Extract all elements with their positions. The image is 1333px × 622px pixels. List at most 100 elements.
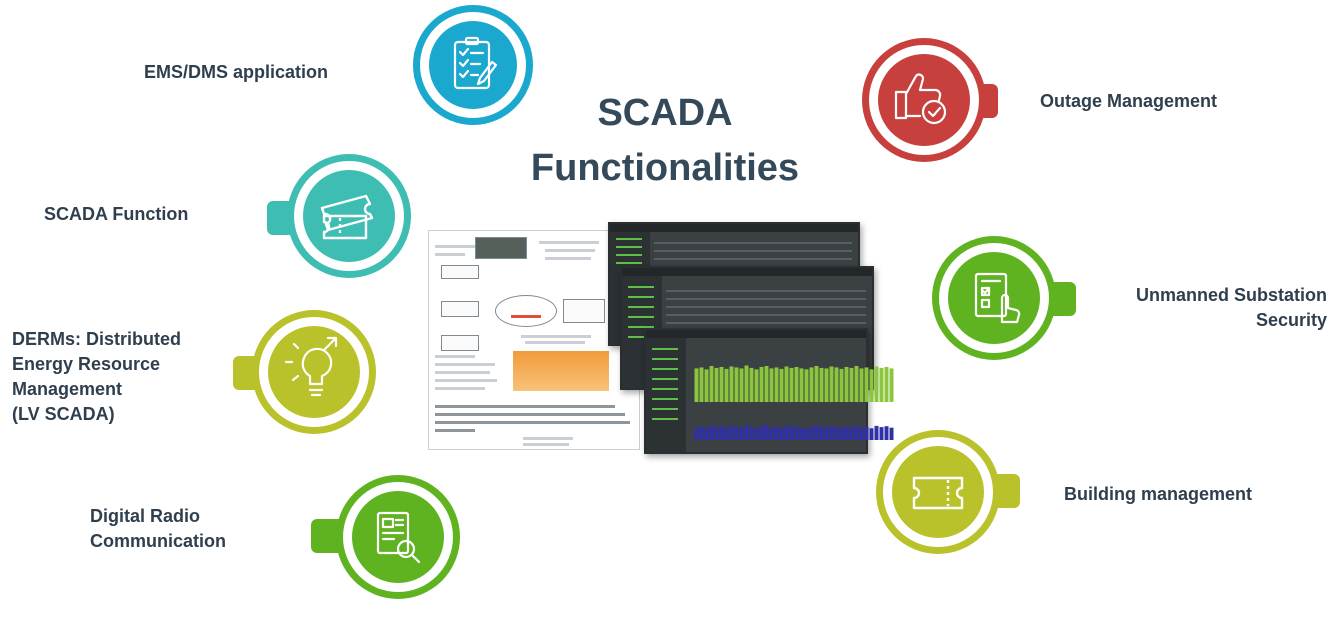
doc-oval-svm — [495, 295, 557, 327]
label-derms-line-3: Management — [12, 379, 123, 399]
node-unmanned-substation-graphic — [932, 236, 1076, 360]
collage-bar — [719, 366, 724, 402]
collage-bar — [739, 427, 744, 440]
collage-bar — [729, 425, 734, 440]
scada-screenshot-collage — [428, 222, 894, 454]
lightbulb-idea-icon — [284, 336, 338, 397]
collage-bar — [864, 367, 869, 402]
node-ems-dms-graphic — [413, 5, 533, 125]
collage-bar — [834, 367, 839, 402]
doc-box-weather-forecast — [441, 335, 479, 351]
node-digital-radio-graphic — [311, 475, 460, 599]
node-derms-graphic — [233, 310, 376, 434]
collage-bar — [784, 366, 789, 402]
collage-bar — [704, 369, 709, 402]
collage-bar — [819, 367, 824, 402]
collage-bar — [744, 365, 749, 402]
collage-bar — [764, 366, 769, 402]
document-search-icon — [376, 511, 421, 564]
collage-bar — [789, 427, 794, 440]
collage-bar — [759, 366, 764, 402]
collage-bar — [764, 425, 769, 440]
node-ems-dms — [400, 2, 550, 152]
collage-bar — [874, 366, 879, 402]
collage-bar — [704, 428, 709, 440]
collage-bar — [804, 428, 809, 440]
collage-bar — [869, 369, 874, 402]
label-digital-radio-line-1: Digital Radio — [90, 506, 201, 526]
collage-bar — [749, 367, 754, 402]
collage-bar — [699, 426, 704, 440]
label-derms-line-4: (LV SCADA) — [12, 404, 115, 424]
collage-bar — [779, 428, 784, 440]
blue-bar-chart — [694, 424, 894, 440]
collage-bar — [774, 367, 779, 402]
page-title: SCADA Functionalities — [500, 86, 830, 196]
collage-bar — [844, 426, 849, 440]
collage-bar — [814, 425, 819, 440]
thumbs-up-check-icon — [894, 73, 947, 125]
doc-box-historical-weather — [441, 301, 479, 317]
collage-bar — [774, 426, 779, 440]
label-derms: DERMs: Distributed Energy Resource Manag… — [12, 327, 181, 427]
collage-bar — [884, 366, 889, 402]
node-building-management-graphic — [876, 430, 1020, 554]
label-unmanned-line-1: Unmanned Substation — [1135, 285, 1327, 305]
node-outage-management-graphic — [862, 38, 998, 162]
collage-bar — [859, 368, 864, 402]
node-scada-function-graphic — [267, 154, 411, 278]
ticket-icon — [912, 476, 964, 510]
collage-bar — [829, 366, 834, 402]
collage-bar — [874, 425, 879, 440]
collage-bar — [719, 426, 724, 440]
collage-bar — [754, 428, 759, 440]
clipboard-checklist-icon — [453, 36, 498, 90]
collage-bar — [749, 427, 754, 440]
node-digital-radio — [306, 467, 460, 617]
collage-bar — [724, 428, 729, 440]
collage-bar — [864, 426, 869, 440]
collage-bar — [844, 366, 849, 402]
label-digital-radio: Digital Radio Communication — [90, 504, 226, 554]
label-unmanned-substation: Unmanned Substation Security — [1090, 283, 1327, 333]
doc-box-historical-load — [441, 265, 479, 279]
collage-bar — [769, 368, 774, 402]
collage-bar — [809, 426, 814, 440]
checklist-hand-icon — [974, 272, 1021, 324]
collage-bar — [694, 428, 699, 440]
node-derms — [228, 300, 378, 450]
doc-graph-thumb — [475, 237, 527, 259]
node-scada-function — [262, 146, 412, 296]
collage-bar — [744, 424, 749, 440]
collage-bar — [839, 428, 844, 440]
collage-bar — [829, 425, 834, 440]
collage-bar — [799, 427, 804, 440]
label-digital-radio-line-2: Communication — [90, 531, 227, 551]
collage-bar — [794, 426, 799, 440]
collage-bar — [734, 426, 739, 440]
label-unmanned-line-2: Security — [1255, 310, 1327, 330]
collage-bar — [854, 425, 859, 440]
collage-bar — [859, 427, 864, 440]
collage-bar — [884, 426, 889, 440]
collage-bar — [754, 369, 759, 402]
doc-box-output — [563, 299, 605, 323]
load-forecast-document — [428, 230, 640, 450]
collage-bar — [854, 366, 859, 402]
collage-bar — [784, 425, 789, 440]
collage-bar — [724, 368, 729, 402]
label-derms-line-1: DERMs: Distributed — [12, 329, 182, 349]
scada-window-3 — [644, 328, 894, 454]
collage-bar — [869, 428, 874, 440]
collage-bar — [769, 427, 774, 440]
collage-bar — [739, 368, 744, 402]
collage-bar — [799, 368, 804, 402]
collage-bar — [794, 366, 799, 402]
node-unmanned-substation — [924, 226, 1076, 376]
collage-bar — [819, 427, 824, 440]
collage-bar — [714, 367, 719, 402]
collage-bar — [824, 427, 829, 440]
collage-bar — [759, 425, 764, 440]
collage-bar — [849, 367, 854, 402]
collage-bar — [889, 368, 894, 402]
